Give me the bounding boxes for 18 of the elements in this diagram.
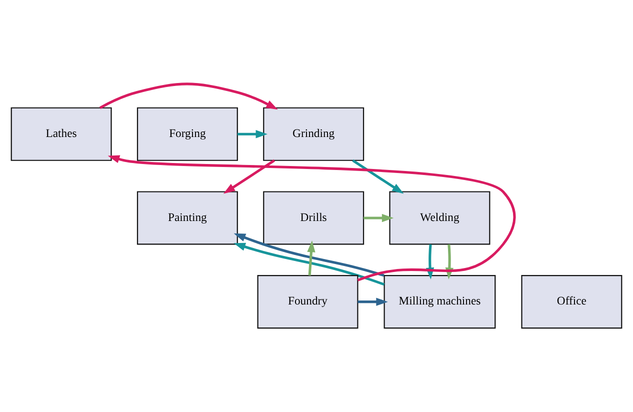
- node-box: Milling machines: [384, 275, 496, 329]
- node-box: Painting: [136, 191, 238, 245]
- arrow: [99, 82, 278, 110]
- arrow: [234, 233, 384, 277]
- node-box: Forging: [136, 107, 238, 161]
- node-box: Welding: [389, 191, 490, 245]
- arrow: [352, 159, 404, 194]
- node-box: Lathes: [10, 107, 112, 161]
- arrow: [237, 130, 268, 138]
- node-box: Office: [521, 275, 622, 329]
- arrow: [307, 240, 316, 276]
- node-box: Foundry: [257, 275, 358, 329]
- arrow: [223, 159, 276, 194]
- node-box: Drills: [263, 191, 364, 245]
- arrow: [234, 242, 385, 286]
- arrow: [358, 298, 388, 306]
- arrow: [364, 214, 394, 222]
- node-box: Grinding: [263, 107, 364, 161]
